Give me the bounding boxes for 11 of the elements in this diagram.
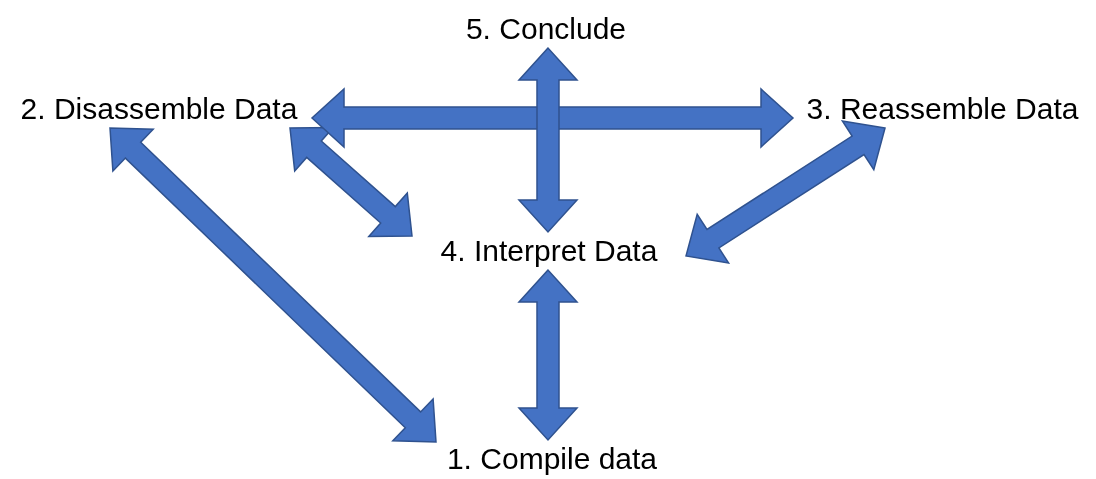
double-arrow	[685, 119, 886, 265]
double-arrow	[289, 126, 413, 238]
step-label: 1. Compile data	[432, 440, 672, 478]
step-label: 3. Reassemble Data	[793, 90, 1092, 128]
step-label: 4. Interpret Data	[412, 232, 686, 270]
double-arrow	[517, 268, 579, 442]
double-arrow	[310, 87, 795, 149]
step-label: 2. Disassemble Data	[6, 90, 312, 128]
double-arrow	[109, 127, 437, 443]
step-label: 5. Conclude	[455, 10, 637, 48]
double-arrow	[517, 46, 579, 234]
